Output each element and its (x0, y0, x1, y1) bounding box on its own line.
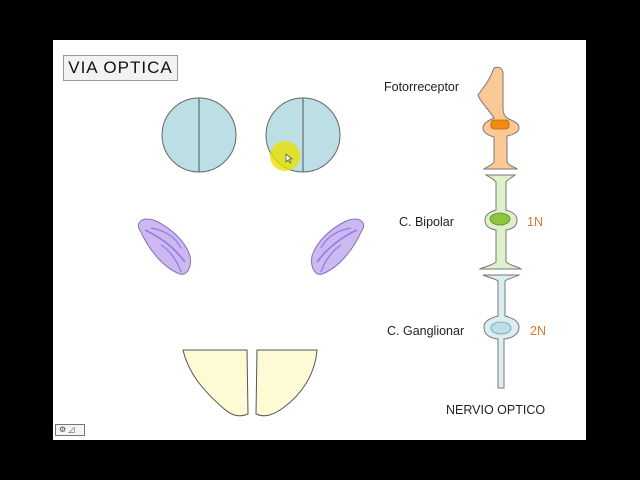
left-geniculate-body (138, 219, 190, 274)
pointer-highlight (270, 141, 300, 171)
slide-canvas: VIA OPTICA (53, 40, 586, 440)
bipolar-cell (480, 175, 521, 269)
label-bipolar: C. Bipolar (399, 215, 454, 229)
label-photoreceptor: Fotorreceptor (384, 80, 459, 94)
right-visual-cortex (256, 350, 317, 416)
photoreceptor-cell (478, 67, 519, 169)
label-first-order-neuron: 1N (527, 215, 543, 229)
right-geniculate-body (312, 219, 364, 274)
playback-controls-icon[interactable]: ⚙ ◿ (55, 424, 85, 436)
label-second-order-neuron: 2N (530, 324, 546, 338)
optic-pathway-diagram (53, 40, 586, 440)
ganglion-cell (483, 275, 519, 388)
label-ganglion: C. Ganglionar (387, 324, 464, 338)
label-optic-nerve: NERVIO OPTICO (446, 403, 545, 417)
left-visual-cortex (183, 350, 248, 416)
left-eye (162, 98, 236, 172)
